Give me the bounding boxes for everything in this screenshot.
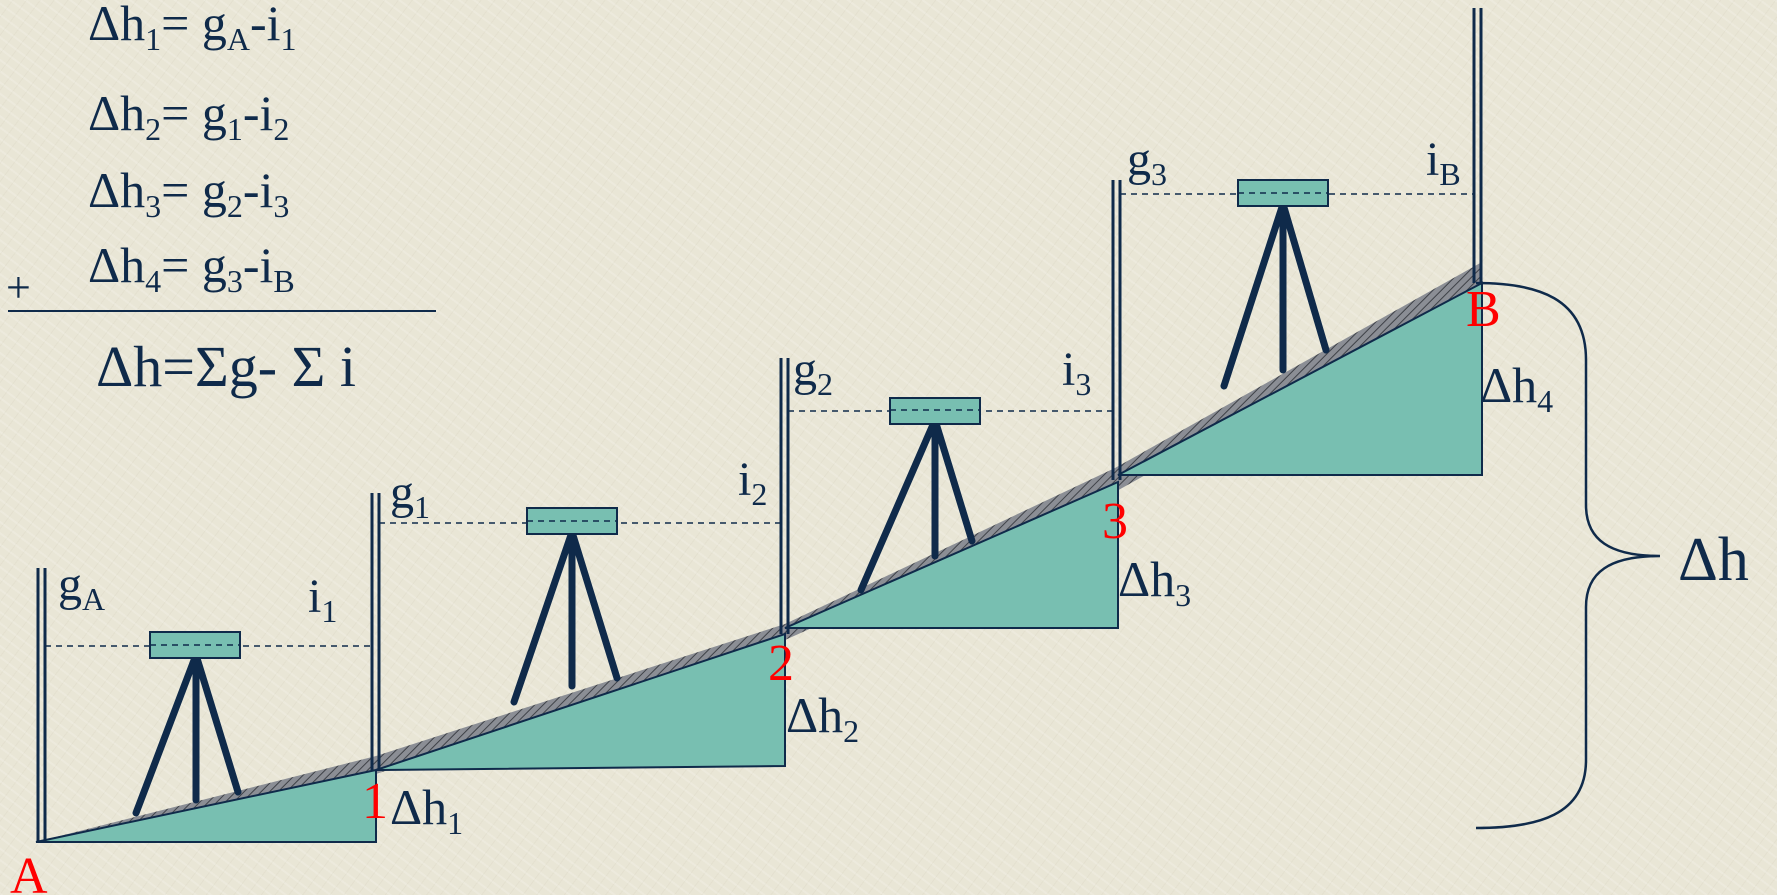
level-instrument-3 — [857, 397, 981, 594]
label-i2: i2 — [738, 453, 767, 512]
step-triangle-3 — [784, 480, 1119, 629]
label-dh3: Δh3 — [1118, 551, 1191, 613]
formula-line-3: Δh3= g2-i3 — [88, 162, 289, 224]
step-triangle-1 — [35, 768, 377, 843]
point-B-label: B — [1466, 281, 1501, 338]
label-g1: g1 — [390, 466, 430, 525]
plus-sign: + — [6, 263, 31, 312]
point-1-label: 1 — [362, 773, 388, 830]
formula-line-2: Δh2= g1-i2 — [88, 85, 289, 147]
label-iB: iB — [1426, 133, 1461, 192]
level-instrument-1 — [132, 631, 242, 817]
step-triangle-4 — [1117, 281, 1483, 476]
formula-line-4: Δh4= g3-iB — [88, 237, 295, 299]
label-dh2: Δh2 — [786, 687, 859, 749]
label-total-dh: Δh — [1678, 526, 1749, 594]
total-formula: Δh=Σg- Σ i — [96, 334, 356, 399]
staff-1 — [370, 493, 381, 770]
level-instrument-4 — [1220, 179, 1330, 390]
staff-2 — [779, 358, 790, 634]
point-2-label: 2 — [768, 635, 794, 692]
staff-3 — [1111, 180, 1122, 480]
formula-line-1: Δh1= gA-i1 — [88, 0, 297, 57]
level-instrument-2 — [510, 507, 621, 706]
step-triangle-2 — [375, 632, 786, 771]
staff-A — [36, 568, 47, 842]
staff-B — [1472, 8, 1483, 283]
total-brace — [1475, 281, 1661, 830]
label-g3: g3 — [1127, 133, 1167, 192]
label-dh1: Δh1 — [390, 779, 463, 841]
label-dh4: Δh4 — [1480, 357, 1553, 419]
label-g2: g2 — [793, 343, 833, 402]
point-A-label: A — [10, 848, 48, 895]
formula-block: Δh1= gA-i1 Δh2= g1-i2 Δh3= g2-i3 Δh4= g3… — [6, 0, 436, 399]
point-3-label: 3 — [1102, 493, 1128, 550]
label-gA: gA — [58, 558, 105, 617]
label-i3: i3 — [1062, 343, 1091, 402]
label-i1: i1 — [308, 570, 337, 629]
